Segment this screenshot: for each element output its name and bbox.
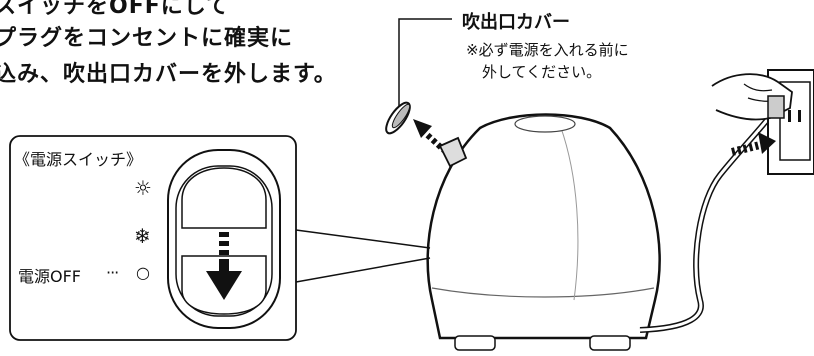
outlet-cover [385, 101, 411, 135]
power-off-label: 電源OFF [18, 267, 82, 286]
power-off-dots: ··· [106, 263, 119, 282]
zoom-line-top [295, 229, 431, 249]
instruction-line-3: 込み、吹出口カバーを外します。 [0, 62, 337, 87]
power-switch[interactable] [167, 149, 281, 329]
hand-plug [711, 73, 793, 121]
remove-arrow [413, 119, 449, 155]
insert-arrow [731, 132, 776, 156]
power-off-icon: ○ [136, 263, 150, 282]
cover-leader-line [398, 18, 452, 118]
cool-mode-icon: ❄ [134, 224, 151, 248]
humidifier-body [426, 113, 661, 351]
instruction-line-2: プラグをコンセントに確実に [0, 26, 294, 51]
cover-callout-note-1: ※必ず電源を入れる前に [466, 41, 629, 59]
wall-socket [767, 69, 814, 175]
cover-callout-note-2: 外してください。 [482, 63, 602, 81]
instruction-line-1: スイッチをOFFにして [0, 0, 230, 19]
cover-callout-title: 吹出口カバー [462, 12, 570, 33]
zoom-line-bottom [295, 257, 431, 283]
warm-mode-icon: ☼ [134, 176, 152, 200]
switch-panel-title: 《電源スイッチ》 [14, 150, 143, 169]
